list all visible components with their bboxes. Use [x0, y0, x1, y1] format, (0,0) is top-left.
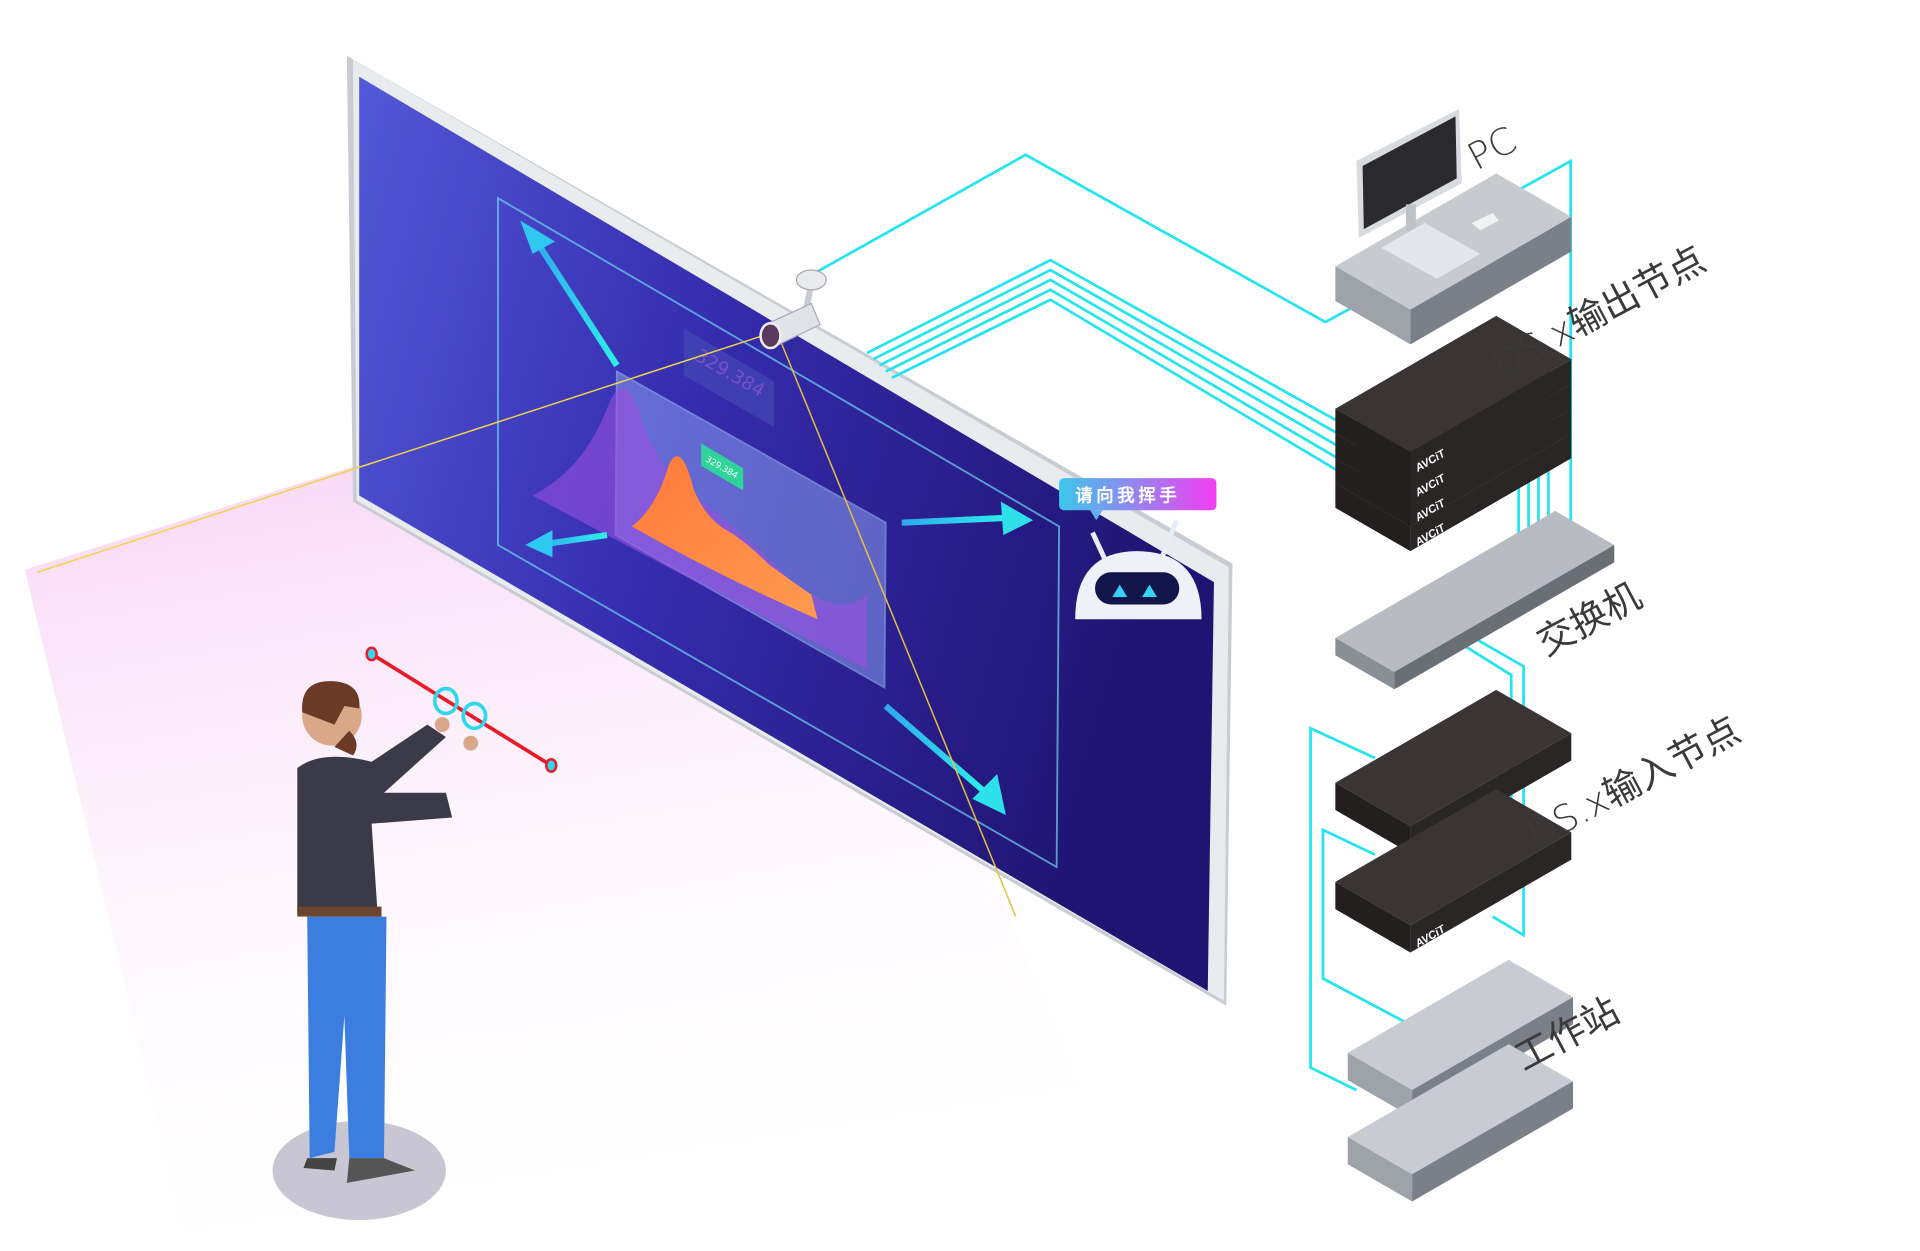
ds-output-node-front — [1335, 483, 1411, 552]
workstation-front — [1347, 1137, 1413, 1202]
ds-input-node: AVCiT — [1335, 788, 1572, 953]
camera-beam-left — [36, 331, 775, 573]
gesture-camera-icon — [759, 269, 827, 350]
swipe-gesture-icon — [365, 646, 558, 773]
ds-input-node-side — [1410, 832, 1572, 953]
network-switch-top — [1335, 510, 1615, 672]
display-wall: 329.384 329.384 请向我 — [346, 55, 1233, 1006]
ds-input-node-top — [1335, 689, 1572, 827]
ds-output-node-side — [1410, 359, 1572, 477]
ds-output-node-front — [1335, 433, 1411, 502]
camera-beam-right — [779, 340, 1017, 917]
ds-output-node-side — [1410, 408, 1572, 527]
network-switch-front — [1335, 637, 1395, 690]
svg-text:请向我挥手: 请向我挥手 — [1075, 486, 1180, 507]
ds-input-node-front — [1335, 881, 1411, 953]
gesture-panel — [497, 196, 1061, 869]
wave-prompt-tooltip: 请向我挥手 — [1059, 478, 1217, 521]
workstation-front — [1347, 1052, 1413, 1118]
pc-tower-front — [1335, 266, 1411, 345]
workstation-top — [1347, 1044, 1573, 1175]
network-switch-side — [1394, 544, 1615, 690]
expand-arrows — [520, 220, 1034, 816]
chart-wave-orange — [631, 456, 818, 620]
ds-output-node-front — [1335, 458, 1411, 527]
label-pc: PC — [1461, 118, 1524, 179]
workstation-side — [1412, 1081, 1573, 1202]
pc-monitor-icon — [1356, 108, 1499, 279]
ds-output-node-side — [1410, 433, 1572, 552]
workstation-top — [1347, 959, 1573, 1090]
ds-output-node: AVCiT — [1335, 315, 1572, 477]
ds-output-node-top — [1335, 315, 1572, 453]
pc-tower-side — [1410, 216, 1572, 345]
presenter-figure — [272, 681, 479, 1221]
ds-output-node-side — [1410, 383, 1572, 502]
ds-input-node-top — [1335, 788, 1572, 926]
ds-input-node-front — [1335, 782, 1411, 854]
robot-assistant-icon — [1075, 519, 1202, 620]
workstation — [1347, 1044, 1573, 1202]
ds-output-node-front — [1335, 408, 1411, 477]
network-switch — [1335, 510, 1615, 690]
